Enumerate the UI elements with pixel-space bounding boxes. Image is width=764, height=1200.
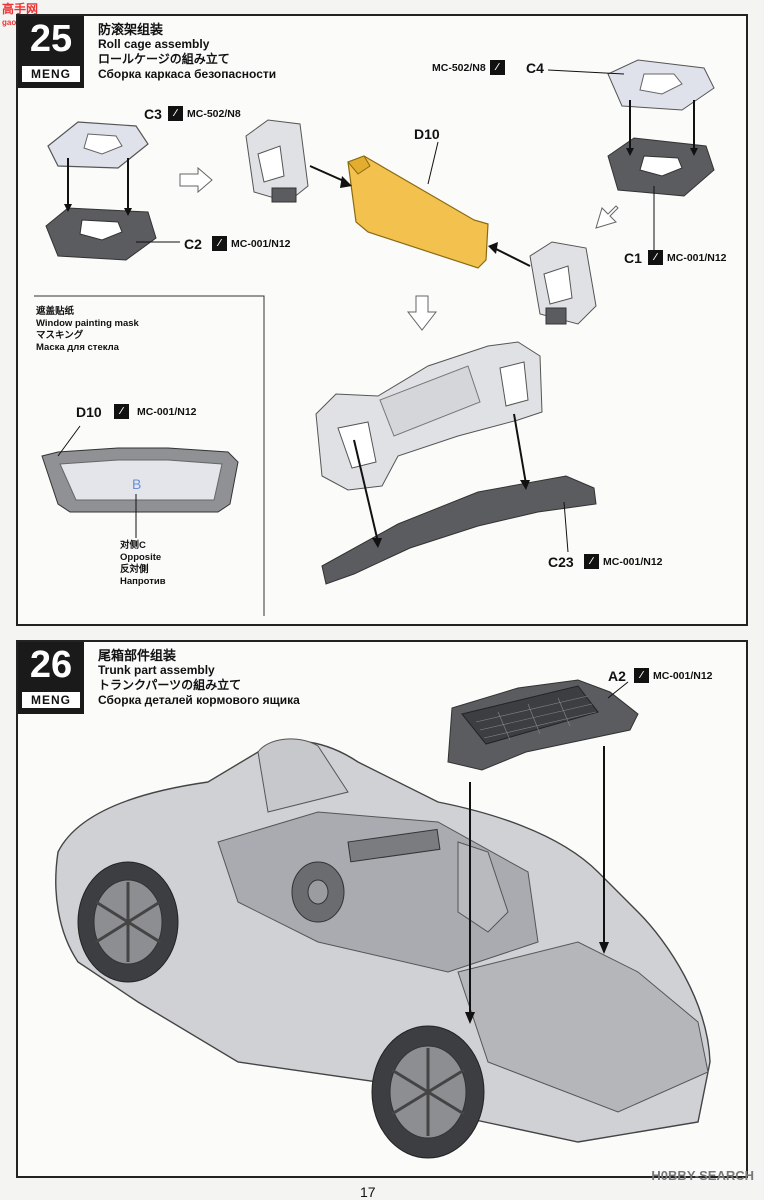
step-25-badge: 25 MENG (18, 16, 84, 88)
step-25-titles: 防滚架组装 Roll cage assembly ロールケージの組み立て Сбо… (98, 22, 276, 82)
label-a2: A2 (608, 668, 626, 684)
opposite-labels: 对侧C Opposite 反対側 Напротив (120, 540, 166, 587)
title-cn: 防滚架组装 (98, 22, 164, 37)
label-c3: C3 (144, 106, 162, 122)
paint-mask-d10: ∕MC-001/N12 (114, 404, 197, 419)
brush-icon: ∕ (648, 250, 663, 265)
page-number: 17 (360, 1184, 376, 1200)
brush-icon: ∕ (168, 106, 183, 121)
mask-titles: 遮盖贴纸 Window painting mask マスキング Маска дл… (36, 306, 139, 353)
brush-icon: ∕ (114, 404, 129, 419)
label-c23: C23 (548, 554, 574, 570)
paint-c4: MC-502/N8∕ (432, 60, 505, 75)
step-number: 25 (29, 18, 73, 60)
step-26-drawing (55, 679, 711, 1159)
step-number: 26 (29, 644, 73, 686)
part-d10 (347, 155, 489, 269)
step-26-panel: 26 MENG 尾箱部件组装 Trunk part assembly トランクパ… (16, 640, 748, 1178)
mask-marker-b: B (132, 476, 142, 492)
title-ru: Сборка каркаса безопасности (98, 67, 277, 81)
title-cn: 尾箱部件组装 (98, 648, 177, 663)
label-d10: D10 (414, 126, 440, 142)
part-c23 (321, 475, 597, 585)
title-ru: Сборка деталей кормового ящика (98, 693, 300, 707)
step-25-panel: 25 MENG 防滚架组装 Roll cage assembly ロールケージの… (16, 14, 748, 626)
brand-logo: MENG (22, 66, 80, 82)
watermark-bottom: H0BBY-SEARCH (651, 1168, 754, 1183)
label-c1: C1 (624, 250, 642, 266)
title-en: Trunk part assembly (98, 663, 215, 677)
paint-c1: ∕MC-001/N12 (648, 250, 727, 265)
title-en: Roll cage assembly (98, 37, 210, 51)
brush-icon: ∕ (584, 554, 599, 569)
step-26-titles: 尾箱部件组装 Trunk part assembly トランクパーツの組み立て … (98, 648, 300, 708)
label-mask-d10: D10 (76, 404, 102, 420)
title-jp: ロールケージの組み立て (98, 52, 230, 66)
step-25-drawing (34, 59, 715, 616)
paint-c3: ∕MC-502/N8 (168, 106, 241, 121)
brand-logo: MENG (22, 692, 80, 708)
label-c2: C2 (184, 236, 202, 252)
title-jp: トランクパーツの組み立て (98, 678, 242, 692)
paint-c23: ∕MC-001/N12 (584, 554, 663, 569)
label-c4: C4 (526, 60, 544, 76)
brush-icon: ∕ (489, 60, 505, 75)
paint-a2: ∕MC-001/N12 (634, 668, 713, 683)
step-26-badge: 26 MENG (18, 642, 84, 714)
paint-c2: ∕MC-001/N12 (212, 236, 291, 251)
brush-icon: ∕ (212, 236, 227, 251)
brush-icon: ∕ (634, 668, 649, 683)
